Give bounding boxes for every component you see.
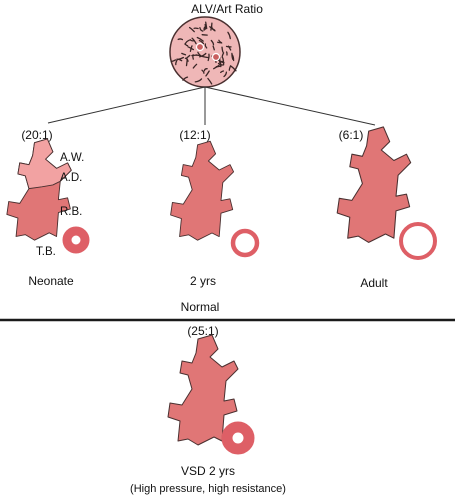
lung-tissue-circle-icon	[169, 16, 241, 88]
lung-texture-mark	[230, 65, 237, 72]
lung-texture-mark	[196, 36, 204, 42]
lung-texture-mark	[204, 43, 208, 49]
lung-texture-mark	[205, 21, 208, 30]
lung-texture-mark	[189, 39, 195, 42]
connector-lines	[47, 86, 376, 126]
lung-texture-mark	[207, 53, 210, 62]
artery-cross-section-icon	[230, 228, 260, 258]
lung-texture-mark	[207, 77, 213, 85]
diagram-title: ALV/Art Ratio	[191, 2, 263, 16]
lung-texture-mark	[217, 62, 224, 66]
lung-texture-mark	[209, 26, 216, 31]
stage-vsd: (25:1) VSD 2 yrs (High pressure, high re…	[130, 324, 286, 495]
lung-texture-mark	[184, 39, 190, 45]
lung-texture-mark	[201, 69, 205, 74]
lung-texture-mark	[176, 58, 183, 62]
lung-texture-mark	[219, 61, 225, 64]
lung-texture-mark	[185, 58, 188, 67]
lung-texture-mark	[210, 39, 215, 46]
stage-caption: Adult	[360, 276, 388, 290]
segment-label-rb: R.B.	[60, 206, 82, 218]
lung-texture-mark	[231, 54, 235, 62]
lung-texture-mark	[213, 64, 220, 70]
lung-texture-mark	[201, 55, 210, 59]
stage-caption: Neonate	[28, 274, 74, 288]
lung-texture-mark	[194, 78, 203, 83]
stage-ratio: (6:1)	[339, 128, 364, 142]
lung-texture-mark	[199, 27, 204, 32]
lung-texture-mark	[182, 76, 189, 81]
lung-texture-mark	[221, 46, 224, 53]
section-label-normal: Normal	[181, 300, 220, 314]
lung-texture-mark	[198, 39, 205, 45]
stage-adult: (6:1) Adult	[336, 126, 437, 290]
lung-texture-mark	[197, 51, 202, 57]
lung-texture-mark	[203, 68, 208, 72]
lung-texture-mark	[228, 65, 232, 71]
lung-texture-mark	[218, 39, 223, 44]
lung-texture-mark	[231, 52, 234, 60]
artery-cross-section-icon	[62, 226, 90, 254]
stage-2-yrs: (12:1) 2 yrs	[170, 128, 260, 288]
segment-label-tb: T.B.	[36, 246, 56, 258]
lung-texture-mark	[192, 63, 198, 69]
lung-texture-mark	[227, 31, 231, 40]
stage-ratio: (20:1)	[21, 128, 52, 142]
lung-texture-mark	[220, 70, 225, 74]
vsd-caption-line1: VSD 2 yrs	[181, 464, 235, 478]
lung-texture-mark	[186, 54, 191, 59]
artery-cross-section-icon	[221, 421, 255, 455]
lung-texture-mark	[205, 70, 210, 77]
segment-label-aw: A.W.	[60, 152, 84, 164]
lung-texture-mark	[189, 45, 193, 53]
stage-ratio: (25:1)	[187, 324, 218, 338]
stage-ratio: (12:1)	[179, 128, 210, 142]
lung-texture-mark	[170, 59, 177, 63]
lung-texture-mark	[203, 26, 206, 31]
acinus-branch-icon	[170, 140, 235, 241]
lung-texture-mark	[177, 38, 184, 41]
lung-texture-mark	[187, 46, 195, 51]
segment-label-ad: A.D.	[60, 172, 82, 184]
lung-texture-mark	[181, 52, 187, 56]
lung-texture-mark	[221, 52, 225, 59]
vsd-caption-line2: (High pressure, high resistance)	[130, 483, 286, 495]
lung-texture-mark	[227, 45, 232, 51]
lung-texture-mark	[188, 26, 195, 33]
lung-texture-mark	[223, 71, 228, 78]
stage-neonate: (20:1) A.W. A.D. R.B. T.B. Neonate	[6, 128, 90, 288]
acinus-branch-icon	[336, 126, 412, 243]
lung-texture-mark	[222, 57, 225, 66]
lung-texture-mark	[191, 37, 197, 45]
lung-texture-mark	[212, 45, 215, 51]
lung-texture-mark	[199, 52, 207, 58]
stage-caption: 2 yrs	[190, 274, 216, 288]
artery-cross-section-icon	[399, 222, 437, 260]
lung-texture-mark	[175, 59, 178, 66]
